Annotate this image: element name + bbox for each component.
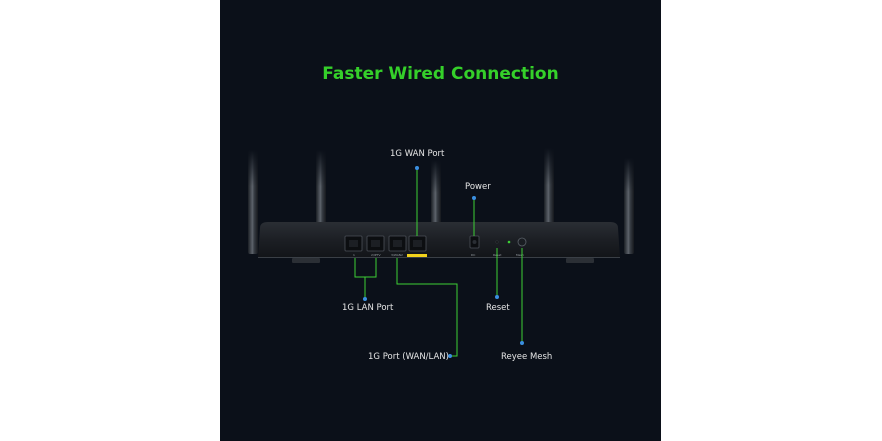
label-wan-lan-port: 1G Port (WAN/LAN) xyxy=(368,352,449,362)
reset-hole xyxy=(495,240,499,244)
router-body xyxy=(258,222,620,263)
port-label-2: 2/IPTV xyxy=(371,253,381,257)
mesh-label: Mesh xyxy=(516,253,524,257)
antenna-left-outer xyxy=(248,150,258,254)
dc-label: DC xyxy=(471,253,475,257)
router-illustration: 1 2/IPTV 3/WAN2 DC Reset Mesh xyxy=(248,148,634,358)
callout-line-lan xyxy=(354,258,377,278)
label-power: Power xyxy=(465,182,491,192)
product-image-panel: Faster Wired Connection xyxy=(220,0,661,441)
callout-dot-wan xyxy=(415,166,419,170)
callout-dot-wanlan xyxy=(448,354,452,358)
lan-port-1 xyxy=(344,235,363,252)
label-reyee-mesh: Reyee Mesh xyxy=(501,352,553,362)
label-reset: Reset xyxy=(486,303,510,313)
panel-title: Faster Wired Connection xyxy=(322,64,559,84)
callout-line-wanlan xyxy=(396,258,458,357)
label-wan-port: 1G WAN Port xyxy=(390,149,445,159)
label-lan-port: 1G LAN Port xyxy=(342,303,394,313)
callout-dot-lan xyxy=(363,297,367,301)
port-label-3: 3/WAN2 xyxy=(391,253,403,257)
lan-port-2 xyxy=(366,235,385,252)
wan-highlight-strip xyxy=(407,254,427,257)
status-led xyxy=(507,240,511,244)
reset-label: Reset xyxy=(493,253,502,257)
callout-dots xyxy=(363,166,524,358)
rear-controls: Reset Mesh xyxy=(493,237,527,257)
mesh-button xyxy=(517,237,527,247)
callout-dot-mesh xyxy=(520,341,524,345)
callout-dot-power xyxy=(472,196,476,200)
wan-lan-port xyxy=(388,235,407,252)
port-label-1: 1 xyxy=(353,253,355,257)
power-jack: DC xyxy=(469,235,480,257)
antenna-right-outer xyxy=(624,158,634,254)
callout-lines xyxy=(354,168,523,357)
callout-dot-reset xyxy=(495,295,499,299)
ethernet-ports: 1 2/IPTV 3/WAN2 xyxy=(344,235,427,257)
wan-port xyxy=(408,235,427,252)
